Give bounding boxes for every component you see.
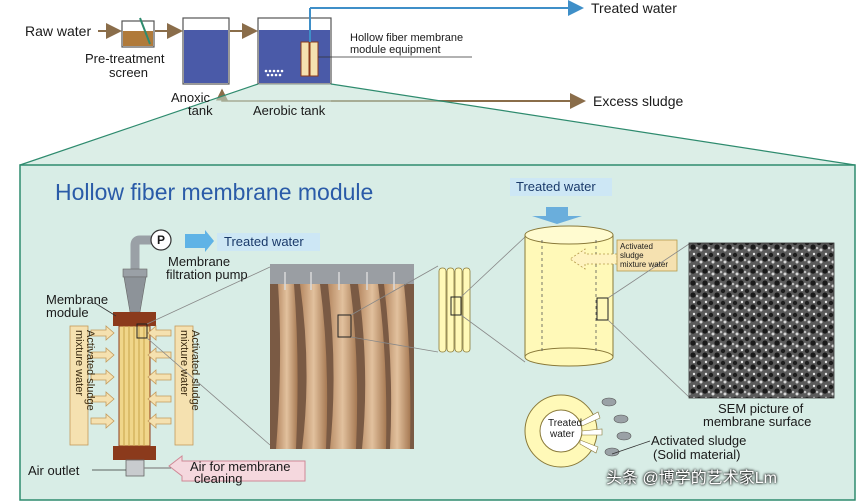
fiber-bundle (438, 267, 471, 353)
fiber-ring-section (524, 394, 651, 468)
top-process-flow (98, 0, 586, 109)
ring-label-2: water (550, 429, 575, 440)
anoxic-tank (182, 17, 230, 85)
pretreatment-label-1: Pre-treatment (85, 51, 165, 66)
hf-equipment-label-1: Hollow fiber membrane (350, 32, 464, 44)
membrane-module-leader (94, 302, 117, 317)
cylinder-treated-water-label: Treated water (516, 179, 596, 194)
module-title: Hollow fiber membrane module (55, 179, 374, 205)
pump-label-2: filtration pump (166, 267, 248, 282)
pump-icon (150, 229, 172, 251)
sludge-label-left-box (69, 325, 89, 446)
treated-water-pump-arrow (185, 230, 214, 252)
sludge-label-right-box (174, 325, 194, 446)
cylinder-up-arrow (532, 207, 582, 224)
treated-water-label-box (217, 233, 320, 251)
fiber-cylinder (524, 207, 678, 367)
sem-image (688, 242, 835, 399)
air-cleaning-arrow (168, 454, 306, 482)
anoxic-label-2: tank (188, 103, 213, 118)
zoom-funnel (20, 84, 855, 165)
sludge-label-left: Activated sludge mixture water (73, 330, 96, 411)
membrane-module-column (113, 312, 156, 477)
activated-sludge-label-2: (Solid material) (653, 447, 741, 462)
pump-treated-water-label: Treated water (224, 234, 304, 249)
excess-sludge-label: Excess sludge (593, 93, 684, 109)
air-outlet-label: Air outlet (28, 463, 80, 478)
pump-assembly (122, 229, 214, 313)
air-cleaning-label-2: cleaning (194, 471, 243, 486)
pump-letter: P (157, 233, 166, 247)
pretreatment-screen-tank (121, 17, 155, 48)
watermark: 头条 @博学的艺术家Lm (606, 470, 777, 487)
hf-equipment-label-2: module equipment (350, 44, 441, 56)
membrane-module-label-1: Membrane (46, 292, 109, 307)
cylinder-sludge-label-3: mixture water (620, 260, 669, 269)
sem-caption-2: membrane surface (703, 414, 812, 429)
cylinder-treated-water-box (510, 178, 612, 196)
membrane-module-label-2: module (46, 305, 89, 320)
raw-water-label: Raw water (25, 23, 92, 39)
top-treated-water-label: Treated water (591, 0, 677, 16)
fiber-photo (270, 264, 414, 449)
cylinder-sludge-label-1: Activated (620, 242, 653, 251)
aerobic-label: Aerobic tank (253, 103, 326, 118)
sludge-inflow-arrows (90, 325, 172, 429)
ring-label-1: Treated (548, 418, 583, 429)
air-cleaning-label-1: Air for membrane (190, 459, 291, 474)
pump-label-1: Membrane (168, 254, 231, 269)
pretreatment-label-2: screen (109, 65, 149, 80)
activated-sludge-label-1: Activated sludge (651, 433, 747, 448)
anoxic-label-1: Anoxic (171, 90, 211, 105)
aerobic-tank (257, 8, 332, 85)
sludge-label-right: Activated sludge mixture water (178, 330, 201, 411)
cylinder-sludge-label-2: sludge (620, 251, 644, 260)
sem-caption-1: SEM picture of (718, 401, 804, 416)
